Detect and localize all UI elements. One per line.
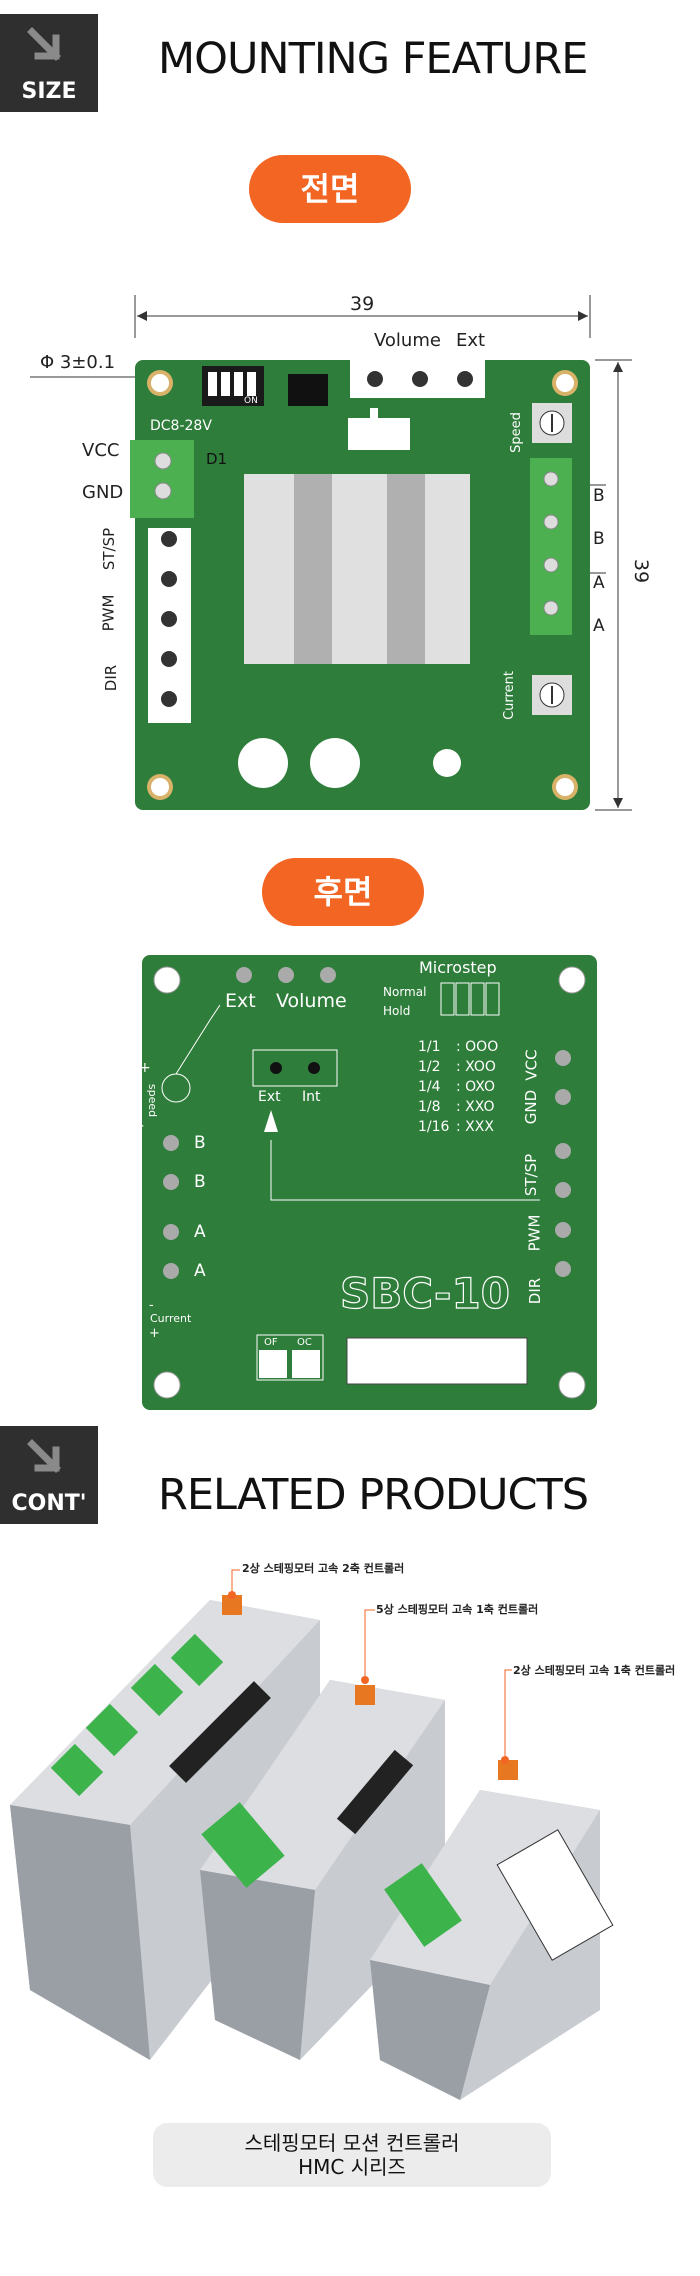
jumper-int-label: Int: [302, 1089, 321, 1105]
products-caption: 스테핑모터 모션 컨트롤러 HMC 시리즈: [153, 2123, 551, 2187]
microstep-row-step: 1/16: [418, 1119, 450, 1135]
callout-product-3: 2상 스테핑모터 고속 1축 컨트롤러: [513, 1664, 676, 1677]
dim-height: 39: [630, 558, 653, 584]
microstep-row-code: : OXO: [456, 1079, 496, 1095]
front-gnd-label: GND: [82, 482, 124, 503]
back-left-b2: B: [194, 1172, 206, 1192]
dip-on-label: ON: [244, 396, 258, 406]
dim-hole: Φ 3±0.1: [40, 352, 116, 373]
section-title-related: RELATED PRODUCTS: [158, 1470, 589, 1520]
front-current-label: Current: [501, 671, 517, 720]
front-volume-label: Volume: [374, 330, 441, 351]
back-board-diagram: SBC-10: [142, 955, 597, 1410]
callout-product-2: 5상 스테핑모터 고속 1축 컨트롤러: [376, 1603, 539, 1616]
power-label: DC8-28V: [150, 418, 212, 434]
microstep-row-code: : OOO: [456, 1039, 499, 1055]
back-current-label: Current: [150, 1312, 192, 1325]
front-stsp-label: ST/SP: [100, 527, 119, 571]
caption-line-1: 스테핑모터 모션 컨트롤러: [244, 2131, 460, 2155]
front-label-pill: 전면: [249, 155, 411, 223]
cont-badge: CONT': [0, 1426, 98, 1524]
microstep-normal: Normal: [383, 985, 427, 999]
front-vcc-label: VCC: [82, 440, 120, 461]
caption-line-2: HMC 시리즈: [298, 2155, 406, 2179]
cont-badge-label: CONT': [11, 1491, 87, 1516]
front-right-b1: B: [593, 486, 605, 506]
switch-label-of: OF: [264, 1337, 278, 1348]
microstep-row-step: 1/1: [418, 1039, 441, 1055]
back-vcc-label: VCC: [522, 1049, 541, 1081]
dim-width: 39: [350, 293, 375, 315]
switch-label-oc: OC: [297, 1337, 312, 1348]
page-title: MOUNTING FEATURE: [158, 34, 588, 84]
diode-label: D1: [206, 450, 228, 468]
front-right-b2: B: [593, 529, 605, 549]
back-stsp-label: ST/SP: [522, 1153, 541, 1197]
back-gnd-label: GND: [522, 1089, 541, 1125]
microstep-title: Microstep: [419, 958, 497, 977]
back-left-b1: B: [194, 1133, 206, 1153]
front-right-a1: A: [593, 573, 605, 593]
front-board-diagram: [30, 295, 632, 811]
current-minus: -: [149, 1298, 154, 1313]
size-badge-label: SIZE: [21, 79, 77, 104]
front-speed-label: Speed: [508, 412, 524, 453]
back-dir-label: DIR: [526, 1277, 545, 1305]
microstep-row-code: : XXO: [456, 1099, 495, 1115]
front-pwm-label: PWM: [99, 594, 118, 632]
front-right-a2: A: [593, 616, 605, 636]
microstep-row-code: : XOO: [456, 1059, 496, 1075]
back-speed-label: speed: [146, 1083, 160, 1118]
arrow-down-right-icon: [27, 1439, 61, 1473]
microstep-row-step: 1/4: [418, 1079, 441, 1095]
jumper-ext-label: Ext: [258, 1089, 281, 1105]
size-badge: SIZE: [0, 14, 98, 112]
back-left-a2: A: [194, 1261, 206, 1281]
sbc-logo-outline: SBC-10: [340, 1269, 510, 1318]
back-left-a1: A: [194, 1222, 206, 1242]
back-label-pill: 후면: [262, 858, 424, 926]
back-pwm-label: PWM: [525, 1214, 544, 1252]
back-ext-label: Ext: [225, 990, 256, 1012]
callout-product-1: 2상 스테핑모터 고속 2축 컨트롤러: [242, 1562, 405, 1575]
microstep-row-code: : XXX: [456, 1119, 494, 1135]
front-ext-label: Ext: [456, 330, 486, 351]
speed-plus: +: [139, 1060, 151, 1076]
back-volume-label: Volume: [276, 990, 347, 1012]
front-dir-label: DIR: [102, 664, 121, 692]
speed-minus: -: [139, 1118, 145, 1134]
current-plus: +: [149, 1326, 160, 1341]
microstep-row-step: 1/2: [418, 1059, 441, 1075]
arrow-down-right-icon: [27, 27, 61, 61]
microstep-hold: Hold: [383, 1004, 411, 1018]
related-products-photo: [10, 1569, 614, 2100]
microstep-row-step: 1/8: [418, 1099, 441, 1115]
